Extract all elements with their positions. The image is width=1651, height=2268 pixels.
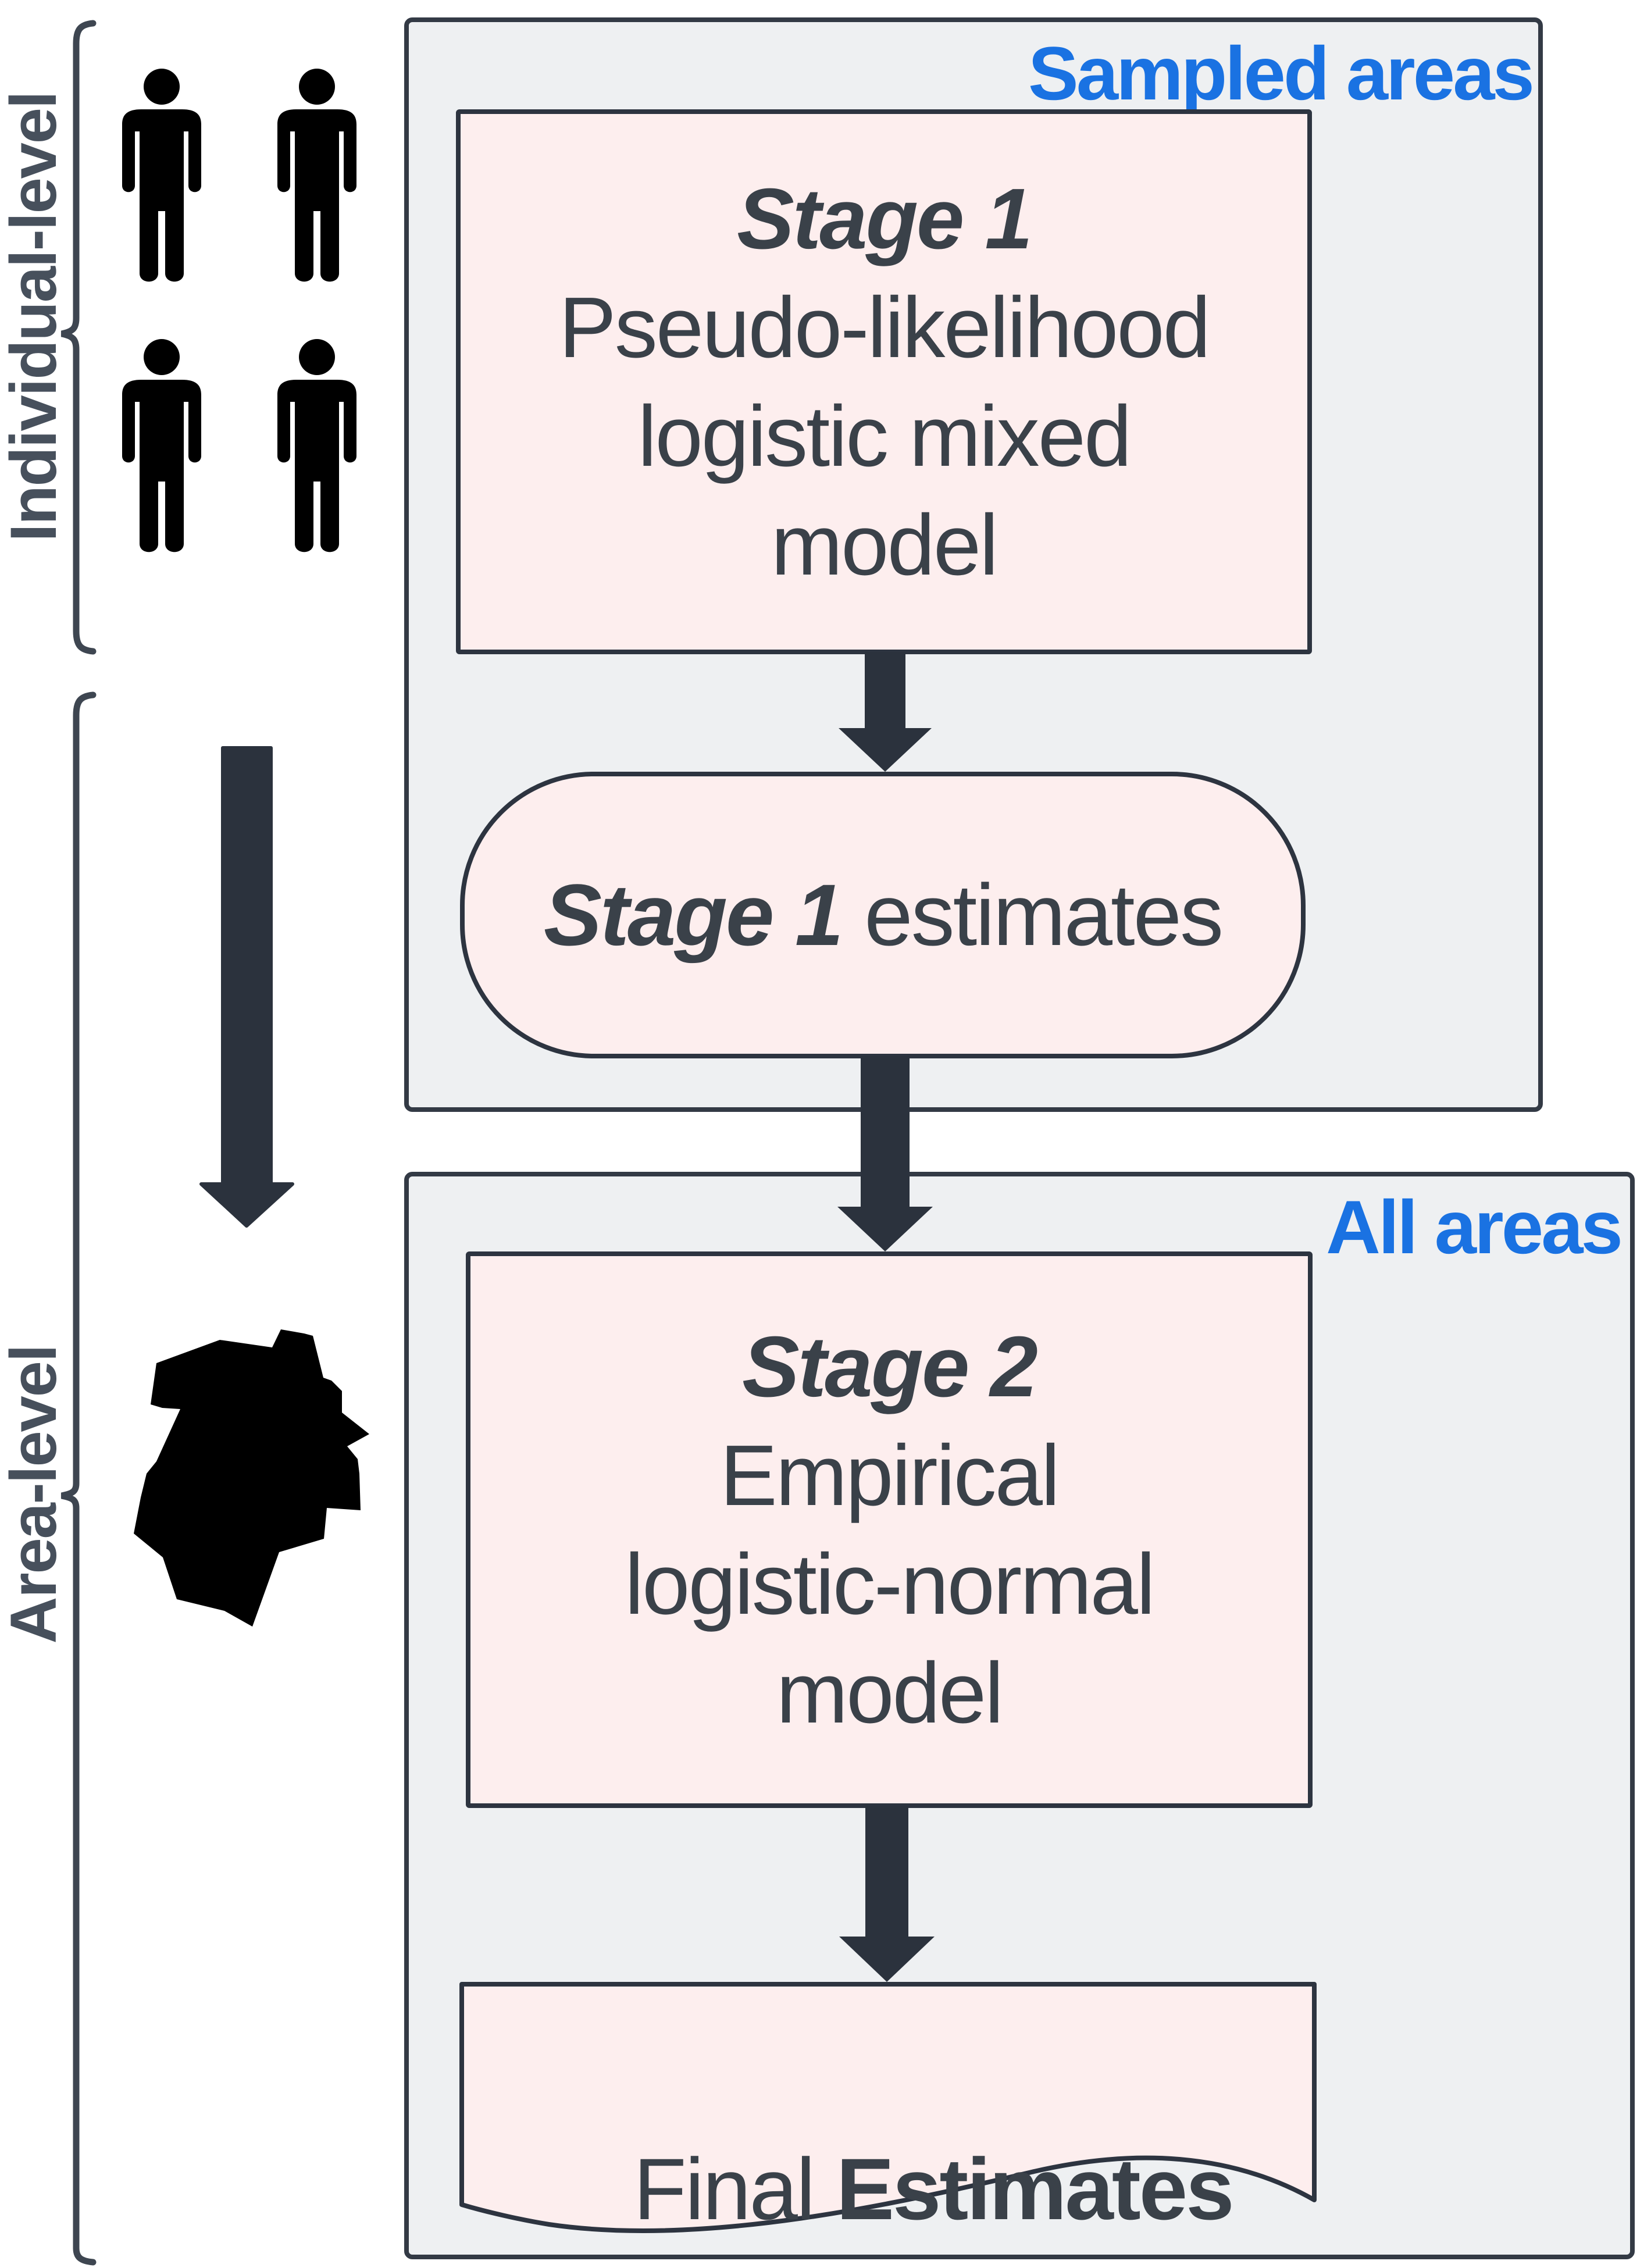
person-icon [277,339,356,552]
stage1-line: model [771,497,999,593]
final-estimates-document-shape [459,1982,1317,2233]
region-map-icon [134,1329,369,1627]
stage1-line: Pseudo-likelihood [559,279,1211,376]
person-icon [277,69,356,282]
all-areas-label: All areas [1326,1185,1623,1269]
stage2-line: model [776,1645,1004,1741]
stage1-model-box: Stage 1 Pseudo-likelihood logistic mixed… [456,109,1312,654]
final-estimates-text: Final Estimates [462,2038,1314,2268]
person-icon [122,339,201,552]
stage2-title: Stage 2 [742,1318,1038,1415]
stage1-to-estimates-arrow-icon [839,652,932,772]
person-icon [122,69,201,282]
individual-to-area-arrow-icon [199,746,294,1228]
final-estimates-prefix: Final [633,2140,836,2238]
stage1-estimates-suffix: estimates [841,866,1224,964]
individual-level-brace-icon [60,20,97,655]
area-level-brace-icon [60,691,97,2266]
stage1-title: Stage 1 [737,170,1033,267]
stage2-model-box: Stage 2 Empirical logistic-normal model [466,1251,1313,1808]
stage1-estimates-title: Stage 1 [543,866,844,964]
stage2-to-final-arrow-icon [839,1806,935,1982]
stage2-line: Empirical [720,1427,1060,1524]
stage2-line: logistic-normal [625,1536,1156,1632]
final-estimates-bold: Estimates [836,2140,1235,2238]
stage1-estimates-node: Stage 1 estimates [460,772,1306,1058]
sampled-areas-label: Sampled areas [1028,31,1535,116]
stage1-line: logistic mixed [637,388,1132,484]
estimates-to-stage2-arrow-icon [837,1056,933,1251]
